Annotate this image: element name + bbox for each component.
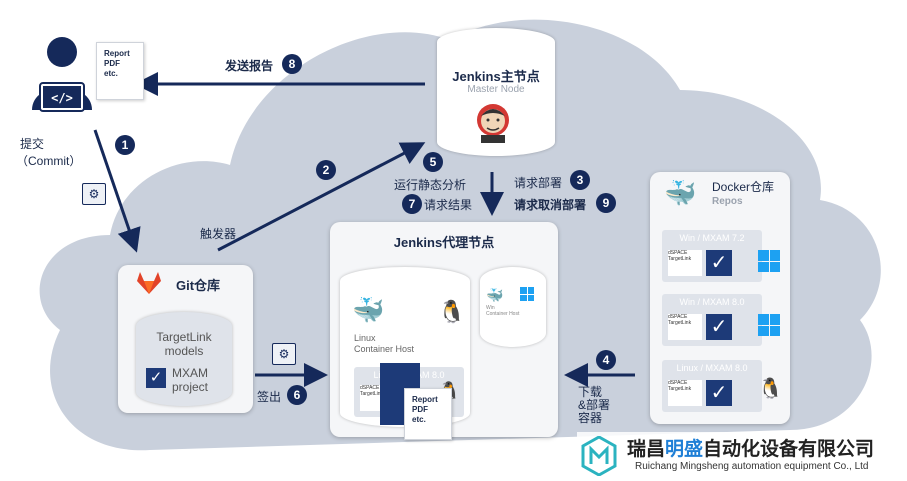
targetlink-logo-icon: dSPACE TargetLink bbox=[668, 380, 702, 406]
checkout-label: 签出 bbox=[257, 390, 282, 404]
targetlink-logo-icon: dSPACE TargetLink bbox=[668, 250, 702, 276]
send-report-label: 发送报告 bbox=[225, 59, 274, 73]
mxam-check-icon: ✓ bbox=[146, 368, 166, 388]
request-result-label: 请求结果 bbox=[424, 198, 473, 212]
request-deploy-label: 请求部署 bbox=[514, 176, 563, 190]
request-undeploy-label: 请求取消部署 bbox=[514, 198, 587, 212]
company-name-a: 瑞昌 bbox=[627, 439, 666, 460]
company-name-c: 自动化设备有限公司 bbox=[703, 439, 875, 460]
step-badge-6: 6 bbox=[287, 385, 307, 405]
company-english-name: Ruichang Mingsheng automation equipment … bbox=[635, 461, 869, 472]
agent-title: Jenkins代理节点 bbox=[393, 235, 495, 250]
gear-window-icon: ⚙ bbox=[82, 183, 106, 205]
docker-repo-row: Win / MXAM 8.0 dSPACE TargetLink ✓ bbox=[662, 294, 762, 346]
docker-repo-panel: 🐳 Docker仓库 Repos Win / MXAM 7.2 dSPACE T… bbox=[650, 172, 790, 424]
developer-icon: </> bbox=[22, 35, 102, 115]
jenkins-logo-icon bbox=[473, 102, 513, 144]
windows-icon bbox=[758, 314, 780, 336]
linux-tux-icon-3: 🐧 bbox=[758, 378, 783, 400]
step-badge-7: 7 bbox=[402, 194, 422, 214]
doc-line-3: etc. bbox=[104, 69, 118, 78]
master-subtitle: Master Node bbox=[467, 84, 525, 95]
mxam-check-icon: ✓ bbox=[706, 250, 732, 276]
step-badge-9: 9 bbox=[596, 193, 616, 213]
docker-repo-row: Win / MXAM 7.2 dSPACE TargetLink ✓ bbox=[662, 230, 762, 282]
agent-report-document: Report PDF etc. bbox=[404, 388, 452, 440]
docker-whale-icon-2: 🐳 bbox=[486, 287, 504, 303]
trigger-label: 触发器 bbox=[200, 227, 237, 241]
git-database: TargetLink models ✓ MXAM project bbox=[136, 312, 232, 406]
windows-icon bbox=[520, 287, 534, 301]
win-container-host: 🐳 Win Container Host bbox=[480, 267, 546, 347]
gitlab-icon bbox=[136, 271, 162, 295]
download-deploy-label: 下载 &部署 容器 bbox=[578, 385, 611, 425]
step-badge-3: 3 bbox=[570, 170, 590, 190]
arrow-commit bbox=[93, 129, 141, 253]
git-title: Git仓库 bbox=[176, 278, 221, 293]
docker-subtitle: Repos bbox=[712, 196, 743, 207]
docker-whale-icon: 🐳 bbox=[352, 295, 385, 325]
windows-icon bbox=[758, 250, 780, 272]
company-logo-icon bbox=[581, 435, 617, 477]
master-title: Jenkins主节点 bbox=[452, 69, 540, 84]
linux-tux-icon: 🐧 bbox=[438, 299, 466, 324]
docker-repo-row: Linux / MXAM 8.0 dSPACE TargetLink ✓ bbox=[662, 360, 762, 412]
doc-line-2: PDF bbox=[104, 59, 120, 68]
mxam-check-icon: ✓ bbox=[706, 380, 732, 406]
docker-title: Docker仓库 bbox=[712, 180, 775, 194]
commit-label: 提交 （Commit） bbox=[16, 137, 82, 168]
company-name-b: 明盛 bbox=[665, 439, 704, 460]
svg-text:</>: </> bbox=[51, 91, 73, 105]
mxam-check-icon: ✓ bbox=[706, 314, 732, 340]
run-static-analysis-label: 运行静态分析 bbox=[394, 178, 467, 192]
step-badge-4: 4 bbox=[596, 350, 616, 370]
company-watermark: 瑞昌明盛自动化设备有限公司 Ruichang Mingsheng automat… bbox=[577, 432, 907, 480]
step-badge-1: 1 bbox=[115, 135, 135, 155]
report-document: Report PDF etc. bbox=[96, 42, 144, 100]
git-repo-panel: Git仓库 TargetLink models ✓ MXAM project bbox=[118, 265, 253, 413]
arrow-trigger bbox=[217, 142, 426, 252]
step-badge-5: 5 bbox=[423, 152, 443, 172]
step-badge-8: 8 bbox=[282, 54, 302, 74]
doc-line-1: Report bbox=[104, 49, 130, 58]
docker-whale-icon-3: 🐳 bbox=[664, 178, 697, 208]
step-badge-2: 2 bbox=[316, 160, 336, 180]
targetlink-logo-icon: dSPACE TargetLink bbox=[668, 314, 702, 340]
gear-window-icon-2: ⚙ bbox=[272, 343, 296, 365]
jenkins-master-node: Jenkins主节点 Master Node bbox=[437, 28, 555, 156]
